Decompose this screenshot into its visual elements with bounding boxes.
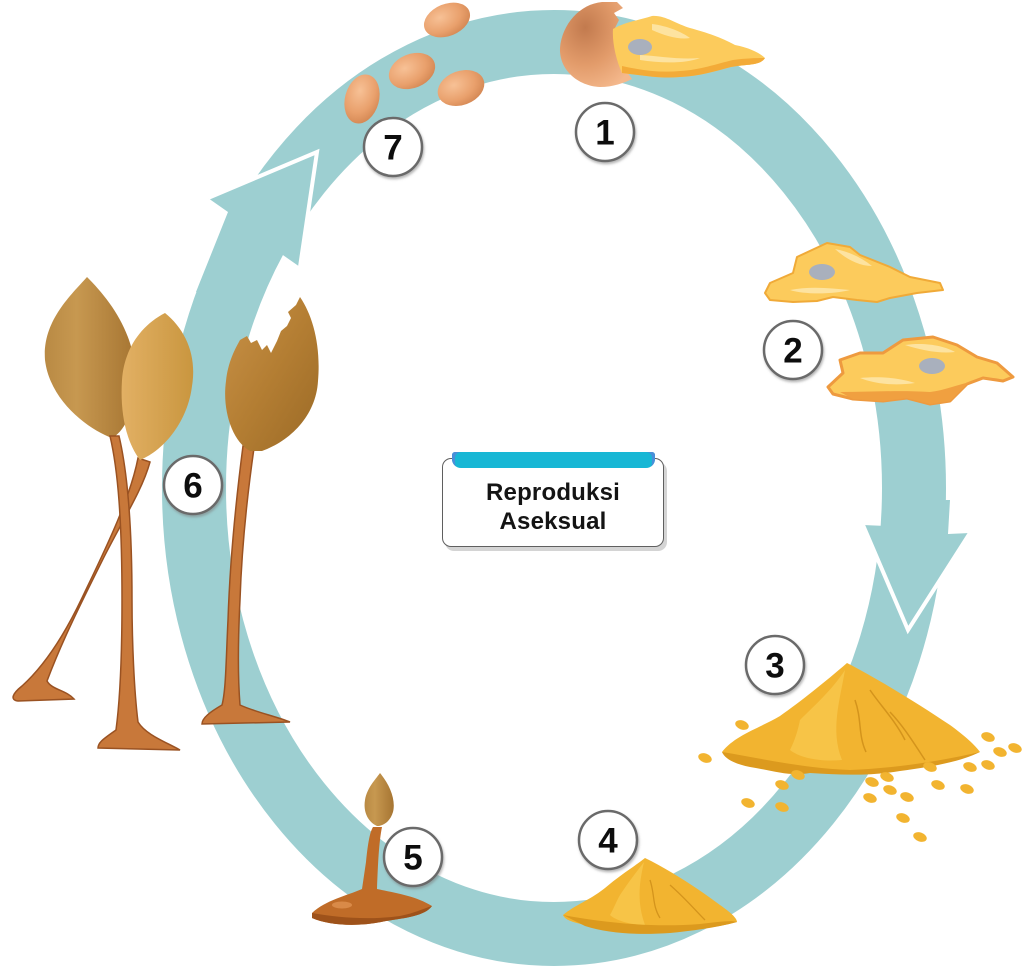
spore-icon [388,52,436,90]
spore-icon [437,70,485,106]
stage-badge-7: 7 [362,116,424,178]
capsule-icon [44,277,136,438]
scattered-cell-icon [963,762,977,772]
scattered-cell-icon [863,793,877,803]
scattered-cell-icon [981,760,995,770]
stalk-icon [12,457,151,702]
scattered-cell-icon [981,732,995,742]
stage-badge-2: 2 [762,319,824,381]
arrow-up-icon [196,152,317,292]
title-box: Reproduksi Aseksual [442,458,664,547]
stage-number: 6 [183,467,202,506]
young-fruiting-body-illustration [312,773,432,925]
cell-nucleus-icon [628,39,652,55]
scattered-cells [698,720,1022,842]
stage-badge-1: 1 [574,101,636,163]
stage-number: 1 [595,114,614,153]
stage-badge-6: 6 [162,454,224,516]
mound-highlight [790,670,845,761]
scattered-cell-icon [735,720,749,730]
stage-number: 7 [383,129,402,168]
amoeba-cell-icon [764,242,944,303]
mound-shade [563,915,737,934]
title-line-2: Aseksual [499,507,607,535]
mound-crease [649,879,706,921]
scattered-cell-icon [1008,743,1022,753]
mound-highlight [610,862,645,925]
stage-number: 2 [783,332,802,371]
title-tab [452,452,655,468]
scattered-cell-icon [883,785,897,795]
arrow-down-icon [863,500,970,630]
capsule-icon [121,313,194,460]
cell-aggregation-illustration [698,663,1022,842]
spore-hatching-illustration [559,2,765,87]
mound-icon [563,858,737,933]
stage-badge-4: 4 [577,809,639,871]
capsule-icon [364,773,394,826]
stage-number: 3 [765,647,784,686]
scattered-cell-icon [960,784,974,794]
arrow-up-outline [207,148,320,268]
scattered-cell-icon [931,780,945,790]
cell-nucleus-icon [919,358,945,374]
cell-nucleus-icon [809,264,835,280]
scattered-cell-icon [900,792,914,802]
scattered-cell-icon [880,772,894,782]
arrow-down-outline [861,524,972,635]
amoeba-cells-illustration [764,242,1015,406]
amoeba-cell-highlight [790,249,872,294]
small-mound-illustration [563,858,737,934]
amoeba-cell-highlight [640,24,700,63]
stalk-base-highlight [332,901,352,909]
scattered-cell-icon [698,753,712,763]
scattered-cell-icon [791,770,805,780]
scattered-cell-icon [993,747,1007,757]
stalk-base-icon [312,827,432,925]
stage-badge-3: 3 [744,634,806,696]
scattered-cell-icon [775,780,789,790]
mature-sporangia-illustration [12,277,319,751]
title-line-1: Reproduksi [485,478,621,506]
amoeba-cell-shade [840,378,1000,404]
amoeba-cell-shade [622,58,765,78]
stage-number: 4 [598,822,618,861]
scattered-cell-icon [896,813,910,823]
spore-icon [423,2,471,38]
scattered-cell-icon [913,832,927,842]
scattered-cell-icon [923,762,937,772]
stalk-icon [201,445,291,725]
stage-badge-5: 5 [382,826,444,888]
mound-shade [722,752,980,775]
scattered-cell-icon [775,802,789,812]
mound-crease [854,689,926,761]
stalk-base-shade [312,906,432,925]
stage-number: 5 [403,839,422,878]
spore-shell-icon [559,2,632,87]
spore-icon [344,74,380,124]
stage-badges: 1 2 3 4 5 6 7 [162,101,824,888]
amoeba-cell-highlight [860,343,955,385]
stalk-icon [97,435,181,751]
broken-capsule-icon [225,297,319,451]
spores-illustration [344,2,485,124]
scattered-cell-icon [865,777,879,787]
scattered-cell-icon [741,798,755,808]
